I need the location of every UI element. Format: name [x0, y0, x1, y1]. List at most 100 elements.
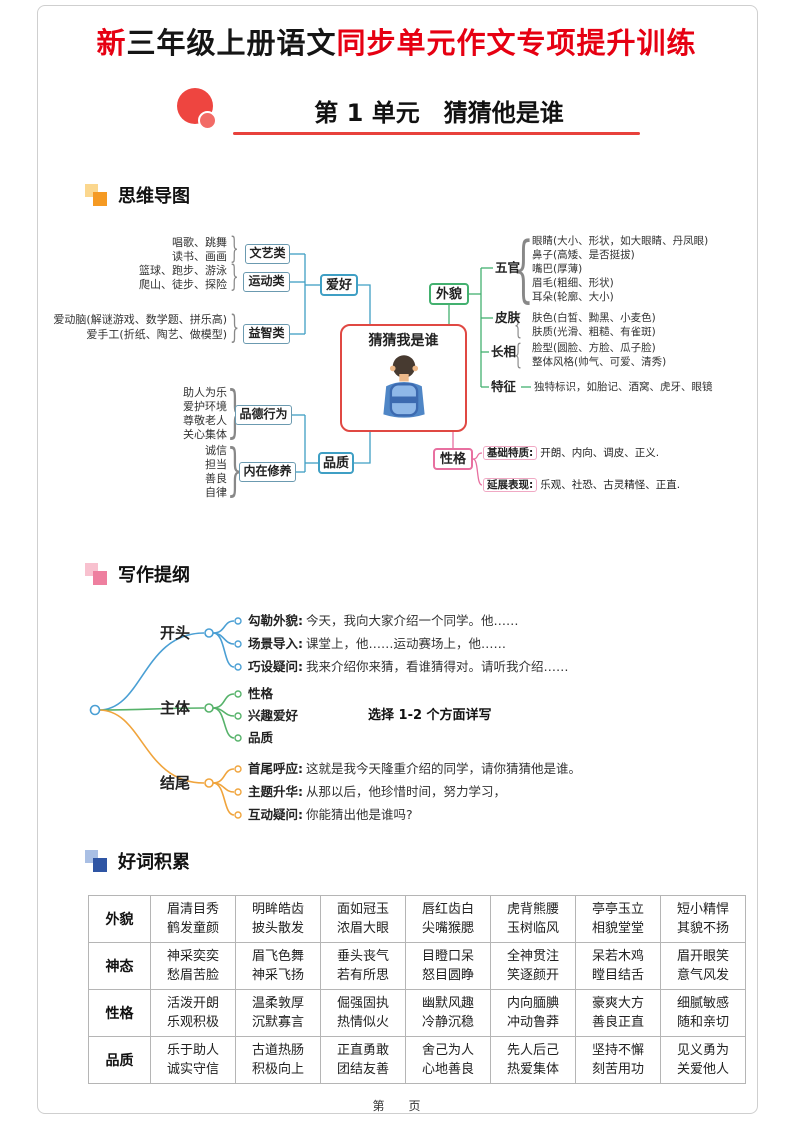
mindmap-leaves-yundonglei: 篮球、跑步、游泳 爬山、徒步、探险 [139, 264, 227, 291]
mindmap-node-aihao: 爱好 [320, 274, 358, 296]
mindmap-box-neizai: 内在修养 [239, 462, 296, 482]
vocab-cell: 唇红齿白 尖嘴猴腮 [405, 895, 491, 943]
brace-icon [230, 262, 239, 292]
mindmap-center-title: 猜猜我是谁 [368, 333, 439, 349]
vocab-cell: 内向腼腆 冲动鲁莽 [490, 989, 576, 1037]
table-row: 品质 乐于助人 诚实守信 古道热肠 积极向上 正直勇敢 团结友善 舍己为人 心地… [88, 1036, 746, 1084]
mindmap-leaves-neizai: 诚信 担当 善良 自律 [205, 444, 227, 499]
outline-item-label: 品质 [248, 730, 274, 745]
squares-icon [85, 184, 107, 206]
outline-branch-jiewei: 结尾 [160, 774, 191, 792]
vocab-cell: 神采奕奕 愁眉苦脸 [150, 942, 236, 990]
mindmap-leaves-changxiang: 脸型(圆脸、方脸、瓜子脸) 整体风格(帅气、可爱、清秀) [532, 342, 667, 368]
mindmap-leaves-pinde: 助人为乐 爱护环境 尊敬老人 关心集体 [183, 386, 227, 441]
mindmap-line-yanzhan: 延展表现:乐观、社恐、古灵精怪、正直. [483, 478, 680, 493]
outline-section-title: 写作提纲 [118, 565, 190, 586]
title-segment: 三年级上册语文 [126, 26, 337, 60]
mindmap: 唱歌、跳舞 读书、画画 篮球、跑步、游泳 爬山、徒步、探险 爱动脑(解谜游戏、数… [53, 228, 760, 528]
vocab-section-head: 好词积累 [85, 848, 793, 874]
mindmap-connector-lines [290, 253, 531, 486]
outline-item: 主题升华:从那以后，他珍惜时间，努力学习， [248, 784, 506, 800]
squares-icon [85, 563, 107, 585]
mindmap-box-yundonglei: 运动类 [243, 272, 290, 292]
vocab-cell: 眉清目秀 鹤发童颜 [150, 895, 236, 943]
mindmap-leaves-wuguan: 眼睛(大小、形状，如大眼睛、丹凤眼) 鼻子(高矮、是否挺拔) 嘴巴(厚薄) 眉毛… [532, 235, 709, 303]
mindmap-leaves-wenyilei: 唱歌、跳舞 读书、画画 [172, 236, 227, 263]
vocab-cell: 亭亭玉立 相貌堂堂 [575, 895, 661, 943]
squares-icon [85, 850, 107, 872]
outline-item: 品质 [248, 730, 276, 746]
outline-item: 兴趣爱好 [248, 708, 301, 724]
vocab-cell: 倔强固执 热情似火 [320, 989, 406, 1037]
vocab-cell: 坚持不懈 刻苦用功 [575, 1036, 661, 1084]
vocab-cell: 眉飞色舞 神采飞扬 [235, 942, 321, 990]
unit-underline [233, 132, 640, 135]
mindmap-center-node: 猜猜我是谁 [340, 324, 467, 432]
outline-item-label: 勾勒外貌: [248, 613, 303, 628]
vocab-cell: 先人后己 热爱集体 [490, 1036, 576, 1084]
title-segment: 同步单元作文专项 [336, 26, 577, 60]
mindmap-box-wenyilei: 文艺类 [245, 244, 290, 264]
vocab-row-label: 性格 [88, 989, 151, 1037]
vocab-section-title: 好词积累 [118, 852, 190, 873]
mindmap-section-title: 思维导图 [118, 186, 190, 207]
vocab-row-label: 神态 [88, 942, 151, 990]
mindmap-box-pinde: 品德行为 [235, 405, 292, 425]
outline-item-label: 互动疑问: [248, 807, 303, 822]
vocab-cell: 正直勇敢 团结友善 [320, 1036, 406, 1084]
outline-item: 巧设疑问:我来介绍你来猜，看谁猜得对。请听我介绍…… [248, 659, 569, 675]
mindmap-node-xingge: 性格 [433, 448, 473, 470]
vocab-cell: 乐于助人 诚实守信 [150, 1036, 236, 1084]
outline-item: 勾勒外貌:今天，我向大家介绍一个同学。他…… [248, 613, 519, 629]
boy-illustration [382, 355, 425, 418]
brace-icon [230, 311, 239, 343]
vocab-cell: 短小精悍 其貌不扬 [660, 895, 746, 943]
outline-item-text: 今天，我向大家介绍一个同学。他…… [306, 613, 519, 628]
outline-item-label: 场景导入: [248, 636, 303, 651]
outline-map: 开头 主体 结尾 勾勒外貌:今天，我向大家介绍一个同学。他…… 场景导入:课堂上… [88, 600, 748, 825]
vocab-cell: 目瞪口呆 怒目圆睁 [405, 942, 491, 990]
tag-text: 乐观、社恐、古灵精怪、正直. [540, 479, 681, 491]
mindmap-box-yizhilei: 益智类 [243, 324, 290, 344]
outline-item: 性格 [248, 686, 276, 702]
unit-title: 第 1 单元 猜猜他是谁 [314, 99, 564, 127]
outline-item-label: 性格 [248, 686, 274, 701]
tag-label: 延展表现: [483, 478, 538, 492]
title-segment: 提升训练 [576, 26, 697, 60]
vocab-table: 外貌 眉清目秀 鹤发童颜 明眸皓齿 披头散发 面如冠玉 浓眉大眼 唇红齿白 尖嘴… [88, 895, 746, 1084]
table-row: 性格 活泼开朗 乐观积极 温柔敦厚 沉默寡言 倔强固执 热情似火 幽默风趣 冷静… [88, 989, 746, 1037]
vocab-cell: 面如冠玉 浓眉大眼 [320, 895, 406, 943]
mindmap-label-changxiang: 长相 [491, 344, 517, 359]
vocab-cell: 舍己为人 心地善良 [405, 1036, 491, 1084]
page-number-footer: 第 页 [372, 1099, 421, 1113]
outline-item: 互动疑问:你能猜出他是谁吗? [248, 807, 413, 823]
outline-item-label: 主题升华: [248, 784, 303, 799]
outline-connector-lines [89, 617, 242, 819]
vocab-cell: 见义勇为 关爱他人 [660, 1036, 746, 1084]
outline-item-text: 你能猜出他是谁吗? [306, 807, 413, 822]
tag-label: 基础特质: [483, 446, 538, 460]
vocab-cell: 明眸皓齿 披头散发 [235, 895, 321, 943]
outline-branch-kaitou: 开头 [160, 624, 191, 642]
outline-item-label: 巧设疑问: [248, 659, 303, 674]
mindmap-node-waimao: 外貌 [429, 283, 469, 305]
unit-header: 第 1 单元 猜猜他是谁 [0, 88, 793, 144]
outline-item: 场景导入:课堂上，他……运动赛场上，他…… [248, 636, 506, 652]
vocab-cell: 虎背熊腰 玉树临风 [490, 895, 576, 943]
vocab-cell: 活泼开朗 乐观积极 [150, 989, 236, 1037]
mindmap-section-head: 思维导图 [85, 182, 793, 208]
outline-item: 首尾呼应:这就是我今天隆重介绍的同学，请你猜猜他是谁。 [248, 761, 581, 777]
outline-branch-zhuti: 主体 [160, 699, 191, 717]
outline-item-text: 从那以后，他珍惜时间，努力学习， [306, 784, 507, 799]
vocab-row-label: 外貌 [88, 895, 151, 943]
mindmap-label-tezheng: 特征 [491, 379, 517, 394]
outline-item-label: 兴趣爱好 [248, 708, 299, 723]
page-title: 新三年级上册语文同步单元作文专项提升训练 [0, 0, 793, 62]
outline-section-head: 写作提纲 [85, 561, 793, 587]
red-circle-small-icon [198, 111, 217, 130]
vocab-cell: 幽默风趣 冷静沉稳 [405, 989, 491, 1037]
mindmap-label-pifu: 皮肤 [495, 310, 521, 325]
vocab-row-label: 品质 [88, 1036, 151, 1084]
mindmap-label-wuguan: 五官 [495, 260, 521, 275]
